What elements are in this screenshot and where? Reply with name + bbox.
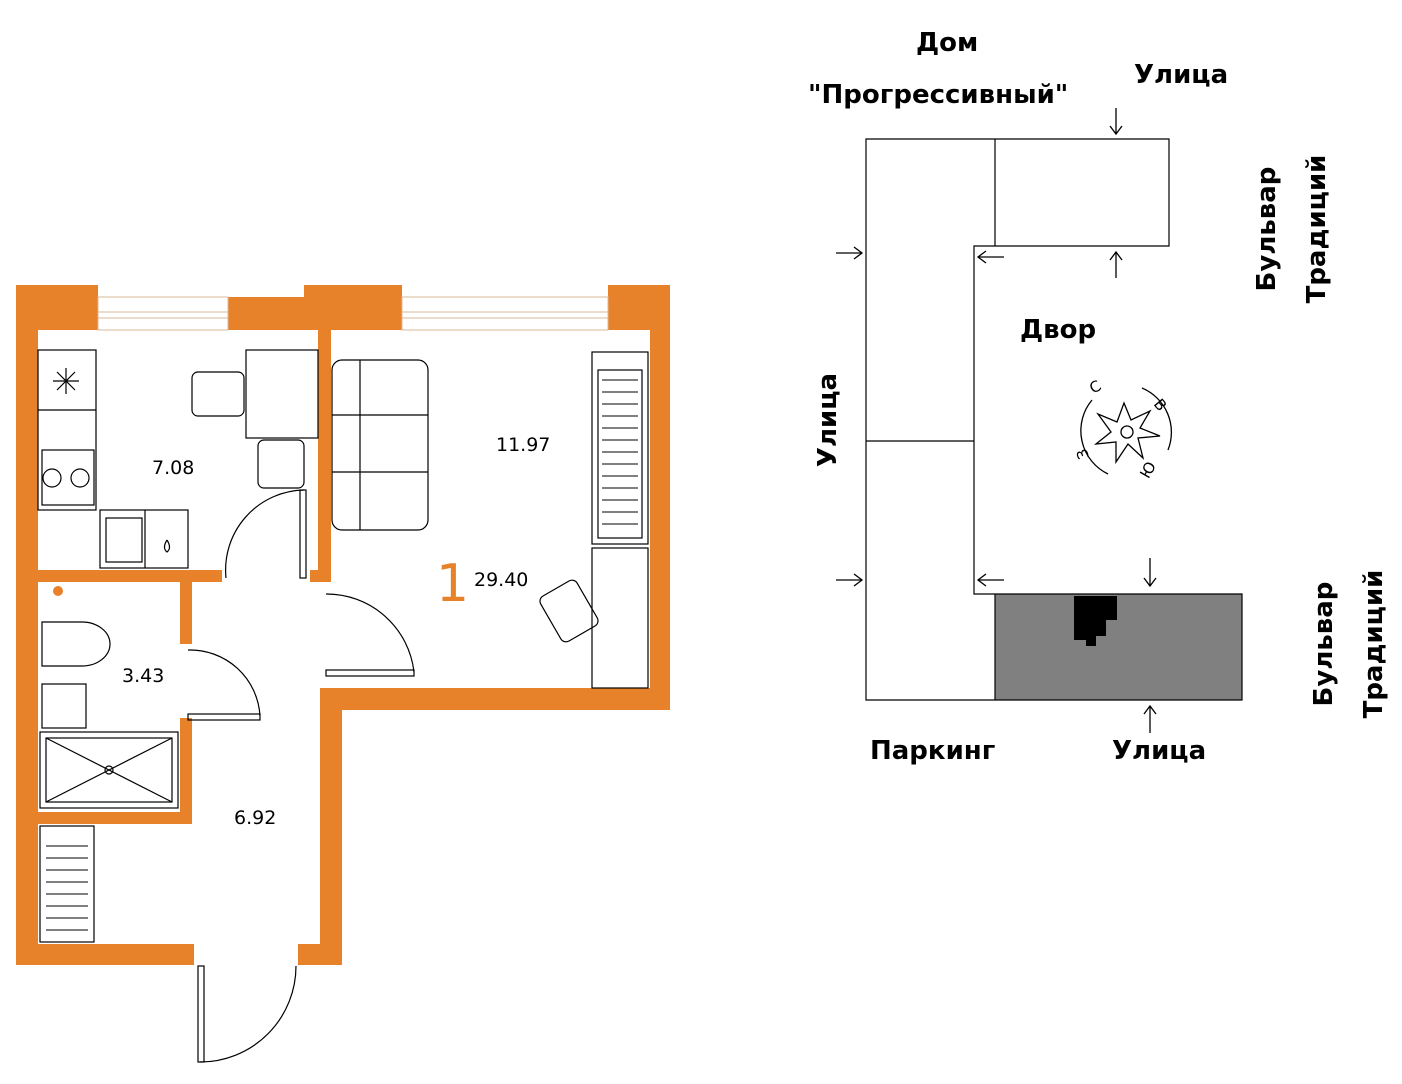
boulevard-upper-line2: Традиций bbox=[1302, 154, 1332, 304]
shower bbox=[39, 731, 179, 809]
total-area: 29.40 bbox=[474, 569, 529, 591]
windows bbox=[97, 296, 609, 331]
radiator-fins bbox=[46, 379, 638, 931]
wall bbox=[318, 330, 331, 578]
yard-label: Двор bbox=[1020, 315, 1097, 345]
arrow-icon bbox=[1143, 704, 1157, 733]
floor-plan bbox=[16, 285, 670, 1063]
washbasin bbox=[41, 683, 87, 729]
window bbox=[97, 296, 229, 331]
apartment-number: 1 bbox=[436, 554, 470, 614]
dining-table bbox=[245, 349, 319, 439]
wall-left bbox=[16, 285, 38, 965]
wall-right bbox=[650, 285, 670, 710]
wall bbox=[38, 570, 222, 582]
compass-icon bbox=[1080, 387, 1173, 475]
boulevard-lower-line2: Традиций bbox=[1359, 569, 1389, 719]
toilet bbox=[41, 621, 111, 667]
door-swing bbox=[199, 965, 297, 1063]
apartment-marker bbox=[1074, 596, 1117, 646]
wall bbox=[38, 812, 192, 824]
street-top: Улица bbox=[1134, 60, 1229, 90]
kitchen-area: 7.08 bbox=[152, 457, 195, 479]
wall bbox=[304, 285, 402, 330]
entrance-arrows bbox=[836, 108, 1157, 733]
arrow-icon bbox=[1109, 108, 1123, 136]
bathroom-area: 3.43 bbox=[122, 665, 165, 687]
kitchen-counter bbox=[37, 349, 97, 511]
highlighted-section bbox=[994, 593, 1243, 701]
wall bbox=[180, 582, 192, 644]
arrow-icon bbox=[1143, 558, 1157, 588]
drop-icon bbox=[163, 539, 171, 553]
site-plan bbox=[836, 108, 1243, 733]
door-swing bbox=[225, 489, 305, 579]
arrow-icon bbox=[976, 250, 1004, 264]
arrow-icon bbox=[836, 246, 864, 260]
wall bbox=[320, 688, 670, 710]
building-name-line1: Дом bbox=[916, 28, 979, 58]
living-room-area: 11.97 bbox=[496, 434, 551, 456]
chair bbox=[191, 371, 245, 417]
building-outline bbox=[865, 138, 1243, 701]
radiator bbox=[591, 351, 649, 545]
snowflake-icon bbox=[53, 368, 79, 394]
boulevard-upper-line1: Бульвар bbox=[1252, 166, 1282, 292]
hallway-area: 6.92 bbox=[234, 807, 277, 829]
building-name-line2: "Прогрессивный" bbox=[808, 80, 1069, 110]
wall-bottom bbox=[16, 944, 194, 965]
desk bbox=[591, 547, 649, 689]
wall bbox=[180, 718, 192, 824]
wall bbox=[320, 688, 342, 965]
chair bbox=[257, 439, 305, 489]
arrow-icon bbox=[1109, 250, 1123, 278]
arrow-icon bbox=[976, 573, 1004, 587]
sink bbox=[99, 509, 189, 569]
radiator bbox=[39, 825, 95, 943]
window bbox=[401, 296, 609, 331]
wall-bottom bbox=[298, 944, 342, 965]
door-swing bbox=[187, 649, 261, 717]
wall bbox=[228, 297, 304, 330]
street-bottom: Улица bbox=[1112, 736, 1207, 766]
sofa bbox=[331, 359, 429, 531]
door-swing bbox=[325, 593, 415, 673]
parking-label: Паркинг bbox=[870, 736, 996, 766]
chair bbox=[539, 579, 599, 643]
furniture bbox=[37, 349, 649, 1063]
street-left: Улица bbox=[813, 372, 843, 468]
arrow-icon bbox=[836, 573, 864, 587]
walls bbox=[16, 285, 670, 965]
marker bbox=[53, 586, 63, 596]
wall bbox=[310, 570, 331, 582]
boulevard-lower-line1: Бульвар bbox=[1309, 581, 1339, 707]
